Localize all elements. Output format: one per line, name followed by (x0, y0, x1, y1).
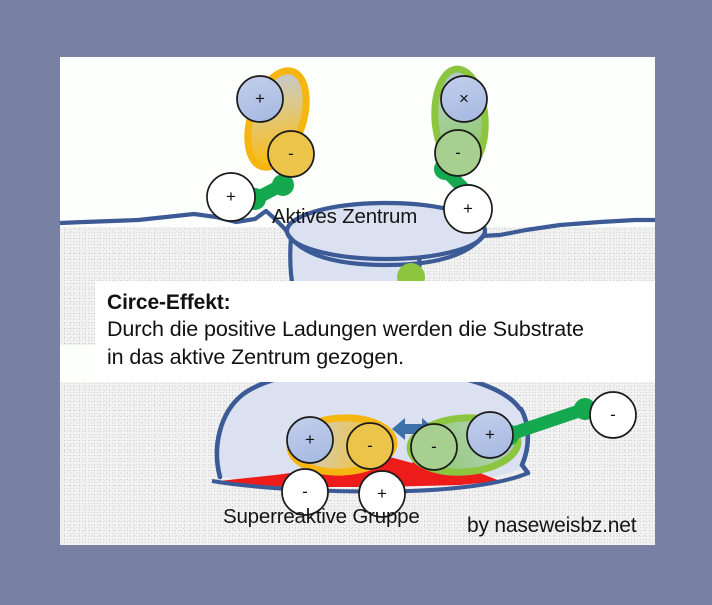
explanation-line-2: in das aktive Zentrum gezogen. (107, 344, 404, 369)
atom-bottom-outer-minus (589, 391, 637, 439)
atom-bottom-right-plus (466, 411, 514, 459)
explanation-box: Circe-Effekt: Durch die positive Ladunge… (95, 281, 655, 382)
label-superreactive-group: Superreaktive Gruppe (223, 505, 420, 528)
ground-line-left (60, 208, 294, 240)
atom-bottom-left-minus (346, 422, 394, 470)
atom-enzyme-left-plus (206, 172, 256, 222)
atom-superreactive-minus (281, 468, 329, 516)
crater-rim-ellipse (284, 200, 488, 262)
explanation-line-1: Durch die positive Ladungen werden die S… (107, 316, 584, 341)
explanation-heading: Circe-Effekt: (107, 291, 231, 314)
atom-top-left-plus (236, 75, 284, 123)
slide-panel: + - × - + + + - - + - - + Aktives Zentru… (60, 57, 655, 545)
atom-bottom-left-plus (286, 416, 334, 464)
crater-inner-arc (285, 231, 487, 268)
bond-bottom-right-stick (501, 402, 592, 442)
atom-top-right-cross (440, 75, 488, 123)
sky-upper (60, 57, 655, 227)
label-credit: by naseweisbz.net (467, 514, 637, 537)
atom-top-right-minus (434, 129, 482, 177)
enzyme-wall-bottom-right (518, 406, 531, 476)
bond-left-top-node-a (272, 174, 294, 196)
label-active-center: Aktives Zentrum (272, 205, 418, 228)
atom-superreactive-plus (358, 470, 406, 518)
atom-enzyme-right-plus (443, 184, 493, 234)
atom-top-left-minus (267, 130, 315, 178)
atom-bottom-right-minus (410, 423, 458, 471)
